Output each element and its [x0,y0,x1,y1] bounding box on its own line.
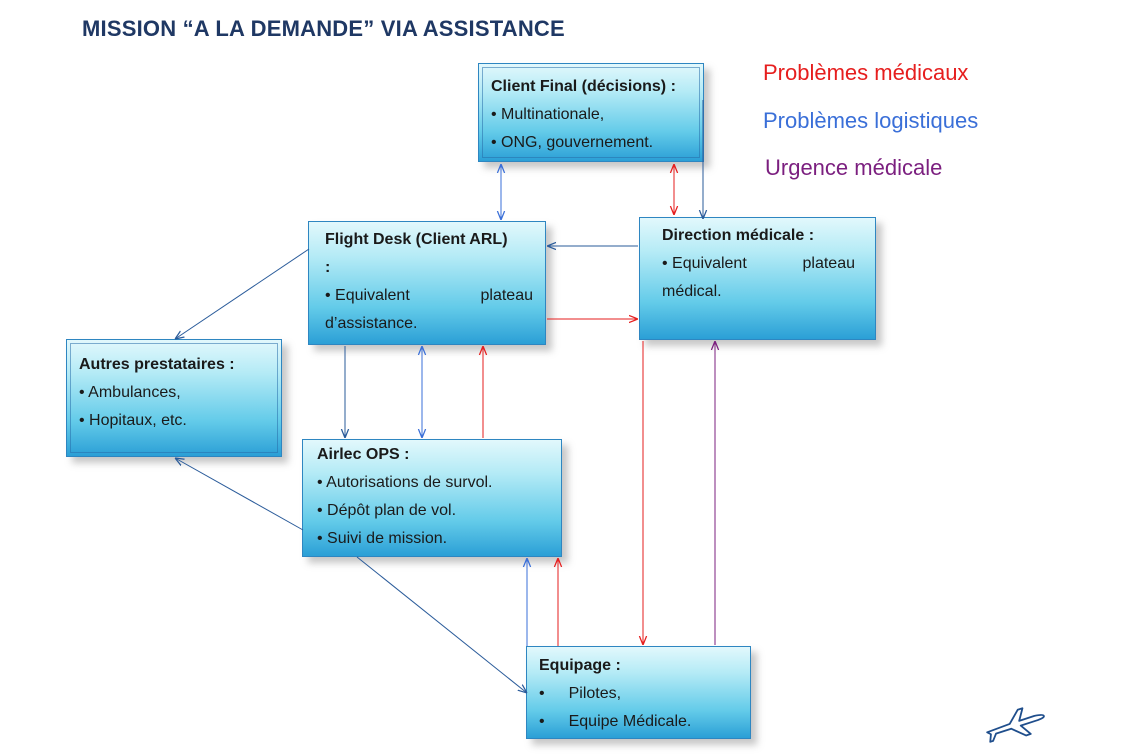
legend-urgent: Urgence médicale [765,155,943,180]
legend-medical: Problèmes médicaux [763,60,969,85]
node-item: • Multinationale, [491,106,605,123]
node-autres-prestataires: Autres prestataires : • Ambulances, • Ho… [66,339,282,457]
node-item: médical. [662,283,722,300]
node-item: • Dépôt plan de vol. [317,502,457,519]
airplane-icon [986,707,1045,743]
node-item: plateau [802,255,856,272]
arrow-flightdesk-autres [175,248,310,339]
node-heading: Direction médicale : [662,227,815,244]
node-item: • Hopitaux, etc. [79,412,187,429]
node-heading: Autres prestataires : [79,356,235,373]
node-heading: Client Final (décisions) : [491,78,676,95]
arrow-airlec-equipage [356,556,527,693]
node-heading: Flight Desk (Client ARL) [325,231,508,248]
node-heading: Airlec OPS : [317,446,410,463]
node-item: • Suivi de mission. [317,530,448,547]
node-flight-desk: Flight Desk (Client ARL) : • Equivalent … [308,221,546,345]
node-direction-medicale: Direction médicale : • Equivalent platea… [639,217,876,340]
node-heading-cont: : [325,259,331,276]
node-bullet: • [539,713,545,730]
node-item: • Autorisations de survol. [317,474,493,491]
node-item: Pilotes, [568,685,622,702]
node-item: d’assistance. [325,315,418,332]
node-heading: Equipage : [539,657,621,674]
legend-logistic: Problèmes logistiques [763,108,979,133]
node-item: Equipe Médicale. [568,713,692,730]
node-item: • Equivalent [325,287,410,304]
node-client-final: Client Final (décisions) : • Multination… [478,63,704,162]
node-equipage: Equipage : • Pilotes, • Equipe Médicale. [526,646,751,739]
node-item: • Equivalent [662,255,747,272]
node-item: • ONG, gouvernement. [491,134,654,151]
node-item: • Ambulances, [79,384,181,401]
arrow-airlec-autres [175,458,304,531]
page-title: MISSION “A LA DEMANDE” VIA ASSISTANCE [82,16,565,41]
node-airlec-ops: Airlec OPS : • Autorisations de survol. … [302,439,562,557]
node-item: plateau [480,287,534,304]
node-bullet: • [539,685,545,702]
